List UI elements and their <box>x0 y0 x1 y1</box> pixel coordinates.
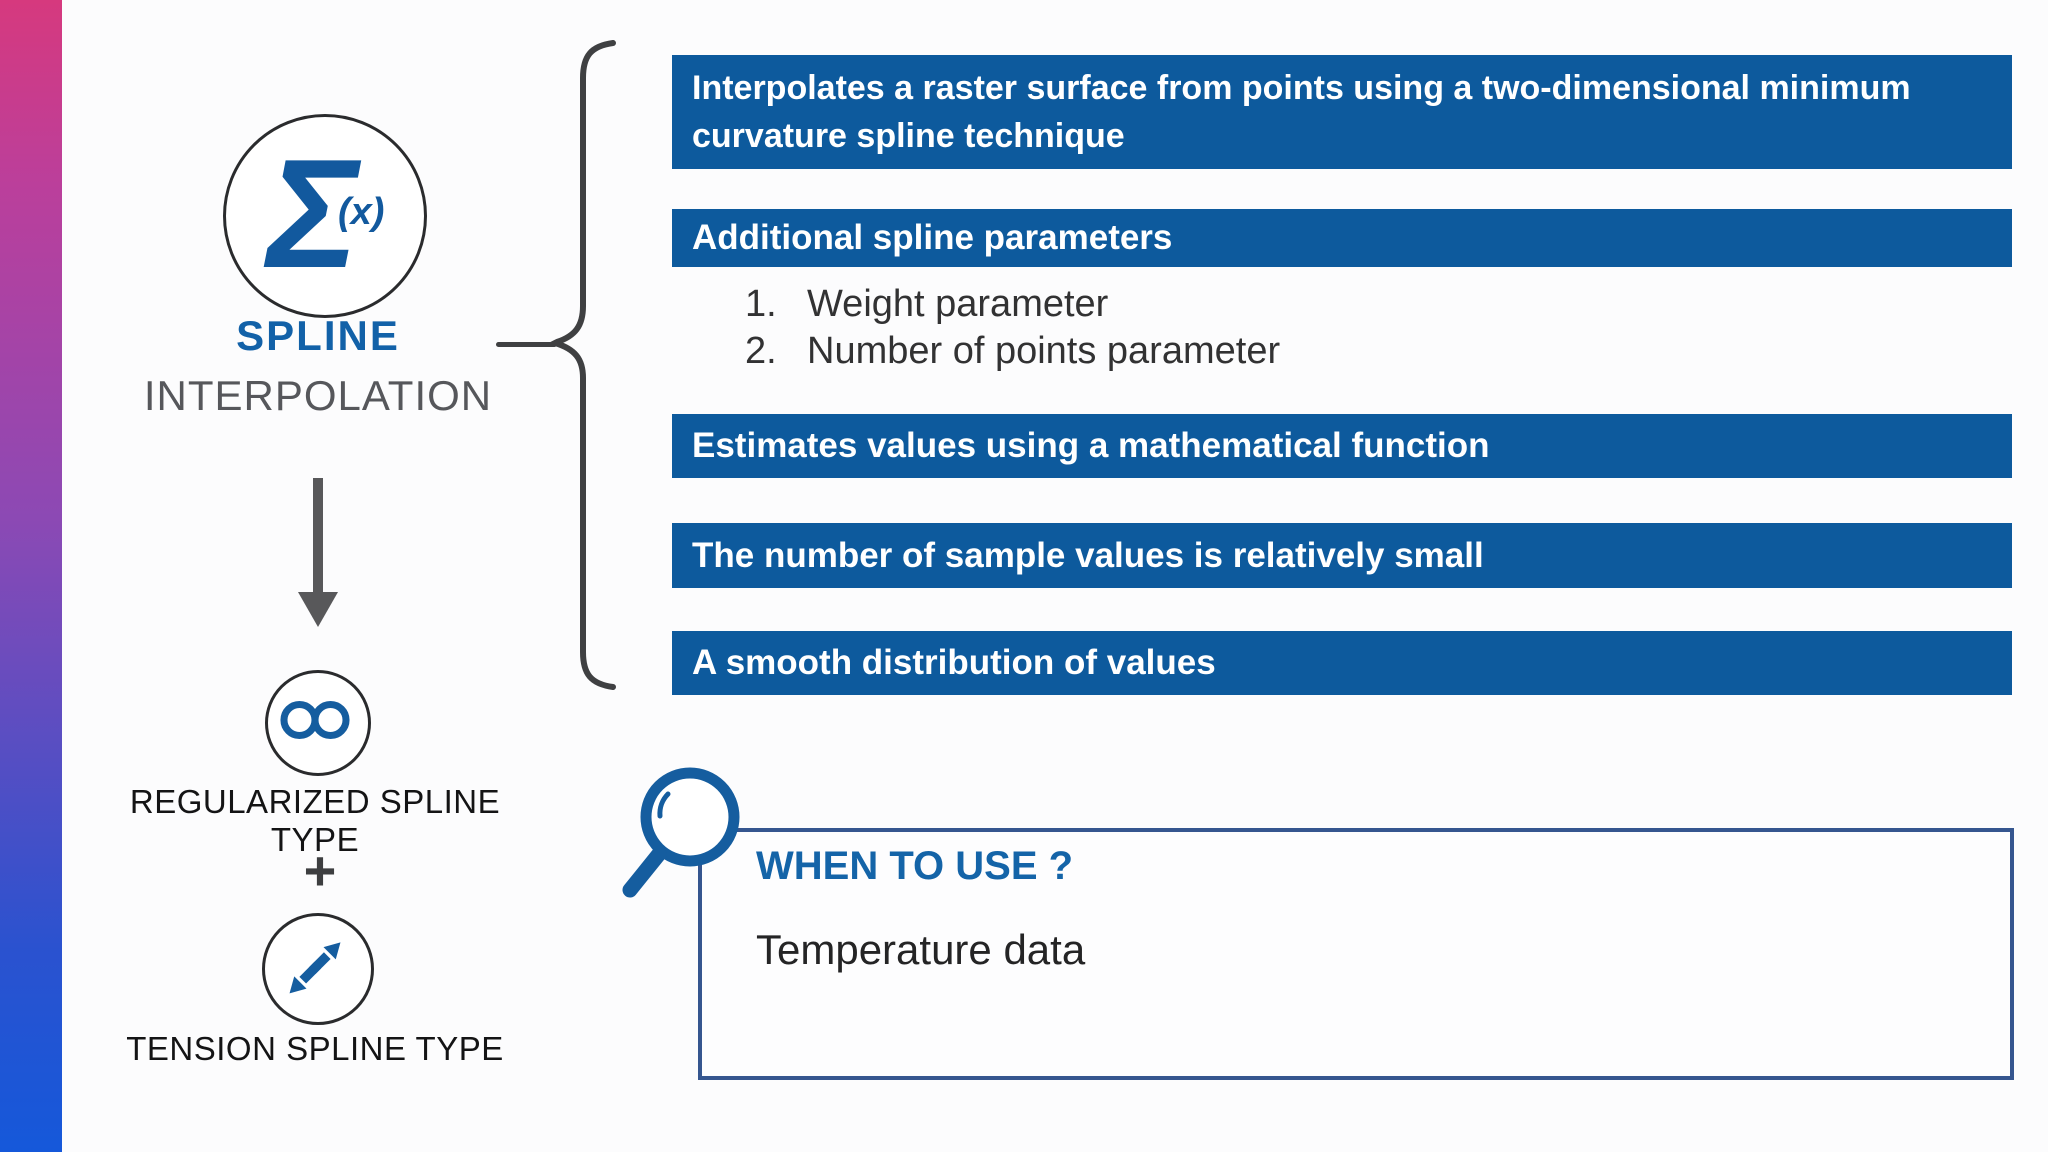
connector-line <box>496 342 557 347</box>
sigma-symbol: Σ <box>267 127 359 300</box>
sigma-function-icon: Σ (x) <box>223 114 427 318</box>
parameter-list: 1. Weight parameter 2. Number of points … <box>745 281 1280 375</box>
when-to-use-title: WHEN TO USE ? <box>756 844 1074 888</box>
diagonal-arrows-icon <box>262 913 374 1025</box>
list-item-number: 2. <box>745 330 777 372</box>
statement-text: Estimates values using a mathematical fu… <box>692 426 1490 465</box>
list-item: 2. Number of points parameter <box>745 328 1280 375</box>
list-item-text: Number of points parameter <box>807 330 1281 372</box>
list-item-text: Weight parameter <box>807 283 1109 325</box>
tension-spline-label: TENSION SPLINE TYPE <box>126 1030 504 1067</box>
page-title: SPLINE <box>236 312 400 359</box>
curly-brace <box>546 40 616 690</box>
list-item-number: 1. <box>745 283 777 325</box>
list-item: 1. Weight parameter <box>745 281 1280 328</box>
statement-bar-interpolates: Interpolates a raster surface from point… <box>672 55 2012 169</box>
statement-text: Additional spline parameters <box>692 218 1173 257</box>
page-subtitle: INTERPOLATION <box>143 372 493 419</box>
infinity-icon <box>265 670 371 776</box>
accent-gradient-bar <box>0 0 62 1152</box>
statement-text: A smooth distribution of values <box>692 643 1216 682</box>
down-arrow-icon <box>298 478 338 627</box>
when-to-use-content: Temperature data <box>756 926 1086 973</box>
statement-text: The number of sample values is relativel… <box>692 535 1484 575</box>
regularized-spline-label: REGULARIZED SPLINE TYPE <box>129 783 501 858</box>
statement-bar-estimates: Estimates values using a mathematical fu… <box>672 414 2012 478</box>
magnifier-icon <box>622 767 740 898</box>
statement-text: Interpolates a raster surface from point… <box>692 69 1911 155</box>
statement-bar-additional-parameters: Additional spline parameters <box>672 209 2012 267</box>
plus-sign: + <box>303 839 337 902</box>
statement-bar-sample-values: The number of sample values is relativel… <box>672 523 2012 588</box>
when-to-use-box <box>698 828 2014 1080</box>
sigma-suffix-x: (x) <box>338 191 385 233</box>
statement-bar-smooth-distribution: A smooth distribution of values <box>672 631 2012 695</box>
